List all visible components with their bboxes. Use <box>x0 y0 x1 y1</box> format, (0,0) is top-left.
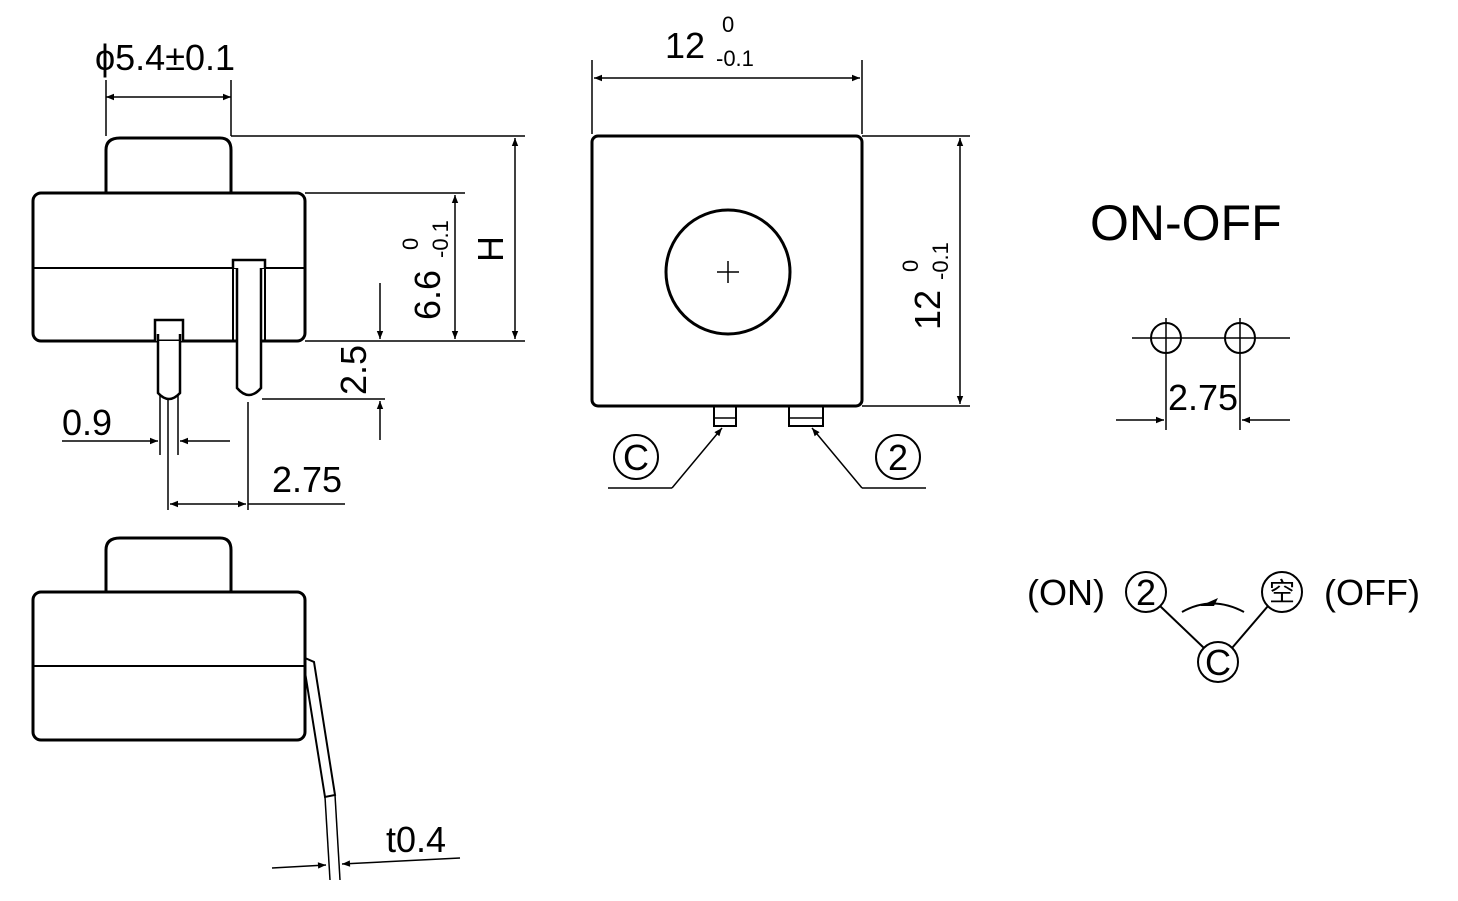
body-depth-tol-upper: 0 <box>898 260 923 272</box>
terminal-2-callout-label: 2 <box>888 437 908 478</box>
terminal-2-callout <box>875 434 921 480</box>
terminal-c-callout-label: C <box>623 437 649 478</box>
pin-width-label: 0.9 <box>62 402 112 443</box>
body-depth-tol-lower: -0.1 <box>928 242 953 280</box>
top-view: 12 0 -0.1 12 0 -0.1 C 2 <box>590 12 970 489</box>
symbol-wire-right <box>1231 605 1269 649</box>
symbol-common-label: C <box>1205 642 1231 683</box>
side-view-long-pin <box>231 258 267 397</box>
front-view-button <box>104 536 233 594</box>
front-view: t0.4 <box>31 536 461 881</box>
symbol-common <box>1197 641 1239 683</box>
overall-height-label: H <box>470 236 511 262</box>
symbol-terminal-2 <box>1125 571 1167 613</box>
body-width-tol-upper: 0 <box>722 12 734 37</box>
button-diameter-label: ϕ5.4±0.1 <box>95 37 235 78</box>
symbol-terminal-empty <box>1261 571 1303 613</box>
height-main-label: 6.6 <box>407 270 448 320</box>
body-width-label: 12 <box>665 25 705 66</box>
pin-length-label: 2.5 <box>333 345 374 395</box>
side-view-button <box>104 136 233 195</box>
symbol-terminal-2-label: 2 <box>1136 572 1156 613</box>
terminal-c-callout <box>613 434 659 480</box>
pcb-pitch-label: 2.75 <box>1168 377 1238 418</box>
function-title: ON-OFF <box>1090 195 1282 251</box>
symbol-terminal-empty-label: 空 <box>1269 577 1295 607</box>
front-view-bent-pin <box>304 657 337 799</box>
body-depth-label: 12 <box>907 290 948 330</box>
top-view-button-circle <box>664 208 792 336</box>
pin-pitch-side-label: 2.75 <box>272 459 342 500</box>
pin-thickness-label: t0.4 <box>386 819 446 860</box>
on-label: (ON) <box>1027 572 1105 613</box>
top-view-body <box>590 134 864 408</box>
top-view-terminal-c <box>713 405 737 427</box>
off-label: (OFF) <box>1324 572 1420 613</box>
function-section: ON-OFF 2.75 (ON) 2 空 (OFF) C <box>1027 195 1420 683</box>
height-tol-lower: -0.1 <box>428 220 453 258</box>
side-view: ϕ5.4±0.1 6.6 0 -0.1 H 2.5 0.9 2.75 <box>31 37 525 510</box>
side-view-short-pin <box>153 318 185 401</box>
top-view-terminal-2 <box>788 405 824 427</box>
symbol-wire-left <box>1159 605 1205 649</box>
body-width-tol-lower: -0.1 <box>716 46 754 71</box>
height-tol-upper: 0 <box>398 238 423 250</box>
